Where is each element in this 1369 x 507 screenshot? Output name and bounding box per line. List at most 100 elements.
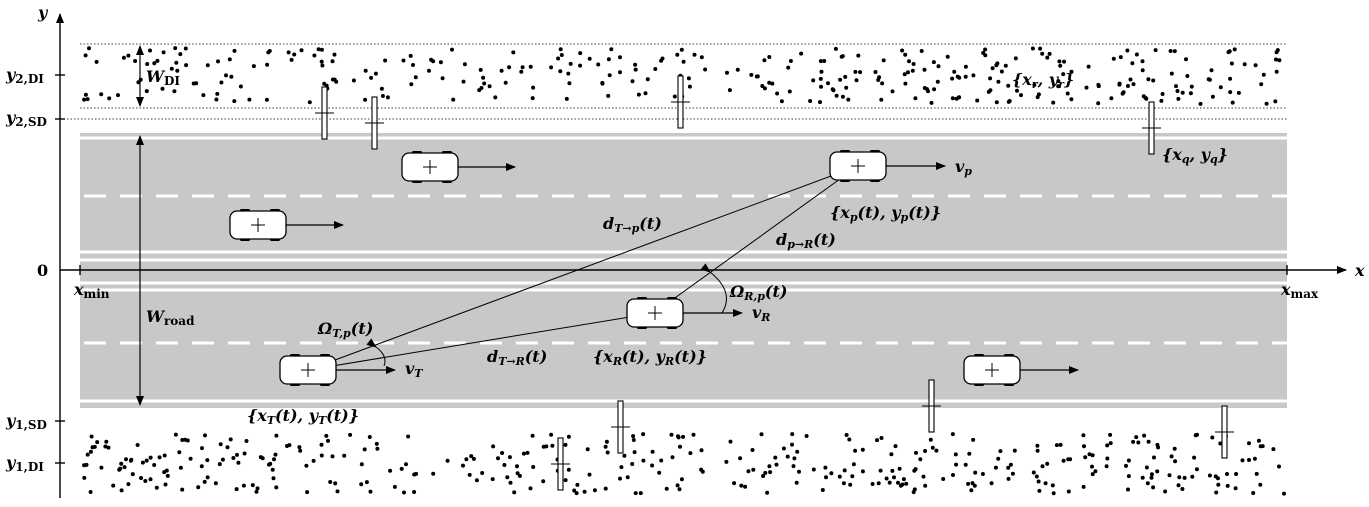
scatterer-dot [941,477,946,481]
scatterer-dot [998,449,1003,454]
scatterer-dot [493,95,498,100]
scatterer-dot [970,481,975,486]
scatterer-dot [408,53,413,58]
scatterer-dot [373,71,378,76]
scatterer-dot [585,447,590,452]
scatterer-dot [653,67,658,71]
scatterer-dot [1229,61,1234,66]
scatterer-dot [375,446,380,451]
scatterer-dot [770,81,775,86]
scatterer-dot [919,49,924,53]
pole [551,437,570,491]
scatterer-dot [743,484,748,489]
scatterer-dot [482,81,487,86]
vehicle-center-mark [648,306,662,320]
scatterer-dot [799,51,804,56]
scatterer-dot [332,52,337,57]
scatterer-dot [898,483,903,488]
scatterer-dot [1008,462,1013,467]
scatterer-dot [971,437,976,442]
scatterer-dot [232,48,237,53]
scatterer-dot [172,89,177,94]
scatterer-dot [870,482,875,486]
scatterer-dot [786,65,791,70]
scatterer-dot [255,486,260,491]
scatterer-dot [445,458,450,463]
scatterer-dot [174,60,179,65]
scatterer-dot [183,46,188,51]
scatterer-dot [505,475,510,480]
scatterer-dot [88,490,93,494]
angle-r-p-label: ΩR,p(t) [729,282,787,303]
scatterer-dot [860,469,865,474]
scatterer-dot [1253,63,1258,68]
scatterer-dot [1086,64,1091,69]
vehicle-center-mark [985,363,999,377]
scatterer-dot [567,81,572,86]
scatterer-dot [138,77,143,82]
scatterer-dot [1207,473,1212,478]
scatterer-dot [913,467,918,472]
scatterer-dot [967,451,972,456]
scatterer-dot [633,491,638,496]
vehicle-center-mark [301,363,315,377]
scatterer-dot [160,86,165,91]
scatterer-dot [848,482,853,487]
scatterer-dot [860,447,865,452]
scatterer-dot [788,59,793,63]
scatterer-dot [383,58,388,63]
vehicle [963,354,1079,386]
scatterer-dot [851,462,856,467]
scatterer-dot [85,452,90,457]
scatterer-dot [972,483,977,488]
scatterer-dot [826,81,830,86]
scatterer-dot [953,452,958,457]
scatterer-dot [1271,447,1276,452]
scatterer-dot [1010,471,1015,476]
x-max-label: xmax [1280,280,1319,301]
scatterer-dot [688,451,693,456]
scatterer-dot [330,59,335,64]
scatterer-dot [242,451,247,456]
scatterer-dot [541,479,546,484]
scatterer-dot [903,52,908,57]
scatterer-dot [875,438,879,443]
scatterer-dot [404,462,408,467]
scatterer-dot [749,72,754,77]
scatterer-dot [148,48,152,53]
position-t-label: {xT(t), yT(t)} [247,406,359,427]
scatterer-dot [161,50,166,55]
scatterer-dot [1190,474,1195,479]
scatterer-dot [1134,435,1139,440]
scatterer-dot [517,473,522,478]
scatterer-dot [897,466,902,471]
scatterer-dot [618,70,622,75]
scatterer-dot [564,96,569,101]
scatterer-dot [779,99,784,104]
scatterer-dot [664,486,669,491]
scatterer-dot [902,72,907,77]
scatterer-dot [650,463,655,468]
scatterer-dot [126,53,131,58]
scatterer-dot [818,59,823,64]
scatterer-dot [1140,68,1145,73]
scatterer-dot [907,59,911,64]
scatterer-dot [643,91,648,96]
scatterer-dot [900,48,905,53]
scatterer-dot [672,94,677,99]
scatterer-dot [351,78,356,83]
scatterer-dot [1131,439,1136,444]
scatterer-dot [1134,52,1139,57]
scatterer-dot [1180,487,1185,491]
scatterer-dot [99,92,104,97]
scatterer-dot [388,468,393,473]
scatterer-dot [1051,491,1056,496]
scatterer-dot [1054,443,1059,448]
scatterer-dot [954,462,959,467]
region-boundaries [60,43,1287,120]
scatterer-dot [699,467,704,472]
scatterer-dot [931,60,936,65]
scatterer-dot [678,444,682,449]
scatterer-dot [1037,488,1042,493]
scatterer-dot [853,69,858,74]
